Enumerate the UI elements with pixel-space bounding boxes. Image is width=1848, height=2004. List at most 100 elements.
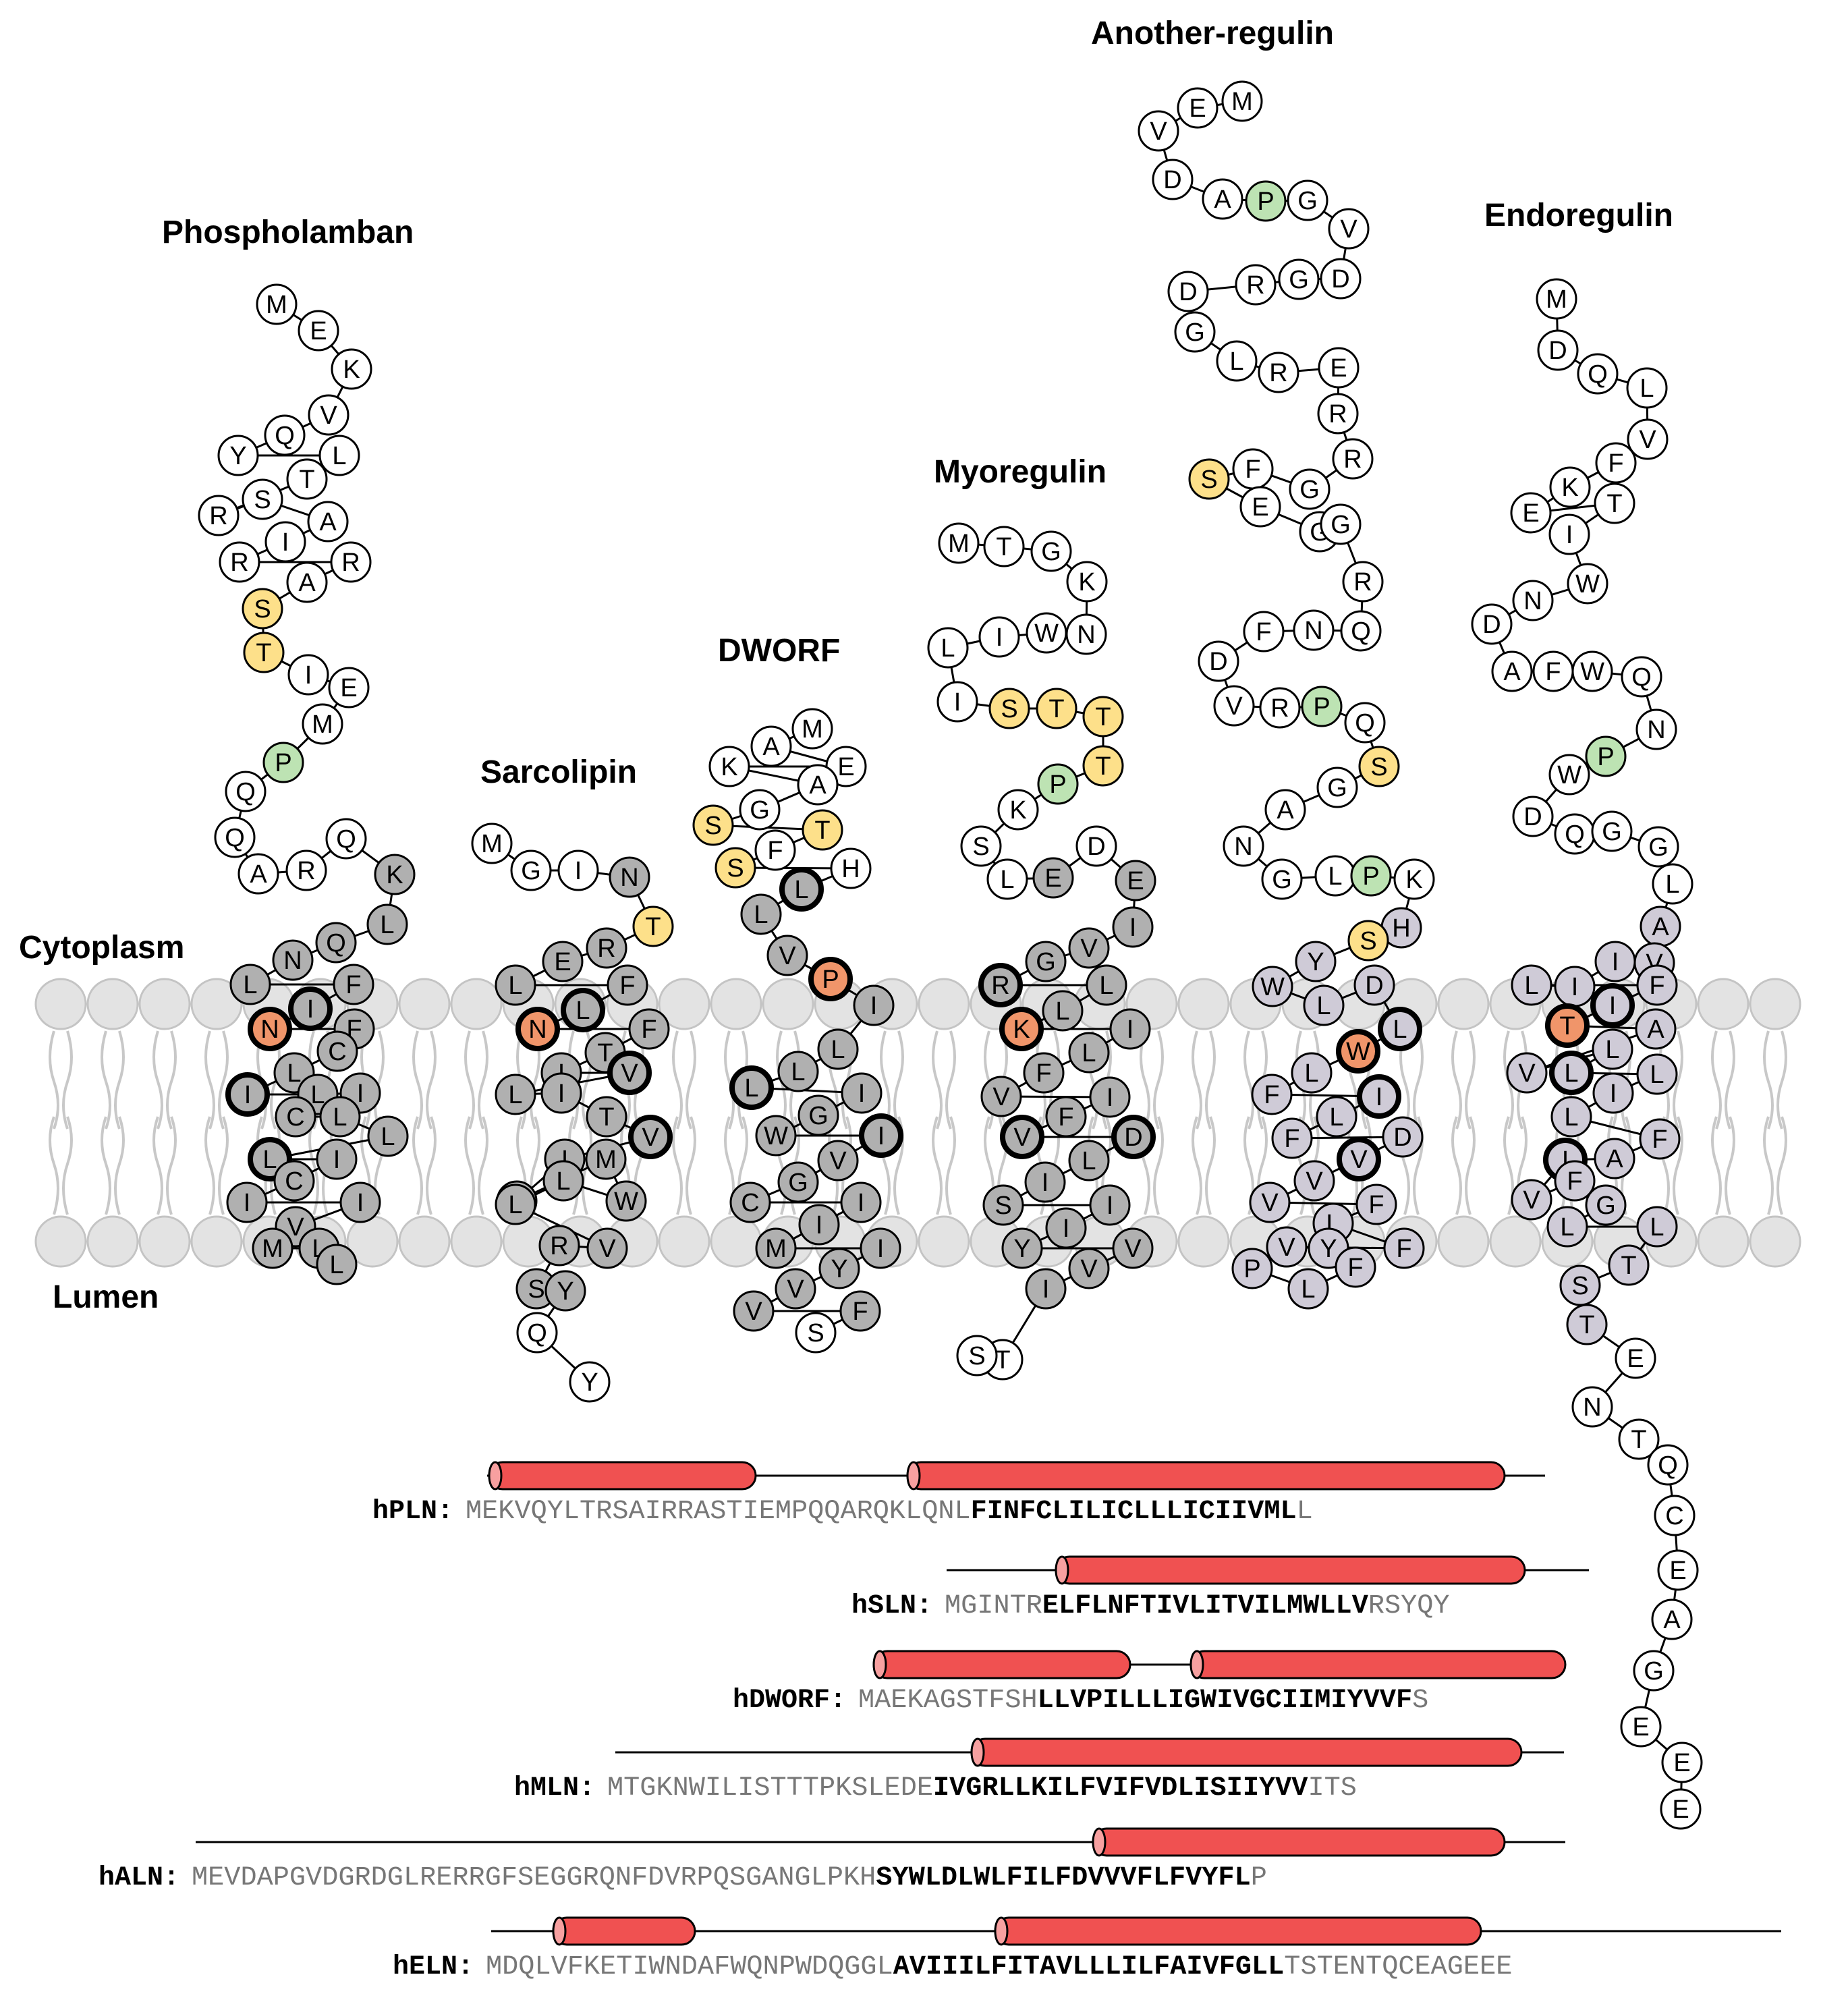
residue-letter: F [1058, 1103, 1073, 1132]
residue: F [1595, 442, 1637, 484]
residue-circle [1086, 964, 1127, 1006]
residue: G [1637, 826, 1679, 868]
lipid-tail [152, 1116, 177, 1215]
residue-circle [632, 906, 674, 947]
residue: L [316, 1244, 358, 1285]
residue-circle [540, 1072, 582, 1114]
helix-cap [488, 1461, 503, 1491]
flank-segment: L [1297, 1497, 1313, 1527]
residue: L [1068, 1032, 1110, 1074]
residue-letter: L [1650, 1061, 1664, 1089]
helix-cylinder [488, 1461, 757, 1491]
residue: M [1536, 278, 1577, 320]
residue-letter: Q [225, 824, 245, 852]
residue-circle [225, 771, 267, 812]
sequence-label: hMLN: [514, 1773, 595, 1804]
residue: N [1512, 580, 1554, 621]
residue-circle [1221, 80, 1263, 122]
residue-letter: I [1566, 521, 1573, 549]
residue: L [986, 858, 1028, 900]
residue: K [1393, 858, 1435, 900]
residue-circle [1491, 650, 1533, 692]
residue-letter: N [1077, 621, 1095, 649]
residue-circle [198, 495, 240, 536]
residue-letter: F [1245, 455, 1260, 484]
residue-circle [1358, 746, 1400, 787]
residue: G [1591, 810, 1633, 852]
residue: E [298, 310, 339, 352]
residue-circle [1350, 855, 1392, 897]
residue: K [999, 1007, 1044, 1051]
residue-letter: L [1055, 997, 1069, 1026]
residue-letter: S [972, 833, 989, 861]
residue-letter: G [1648, 833, 1669, 862]
residue: E [1660, 1788, 1702, 1830]
residue-letter: W [614, 1188, 638, 1216]
residue: F [1639, 1118, 1681, 1160]
residue-letter: I [877, 1235, 885, 1263]
residue: I [978, 616, 1020, 658]
residue-letter: V [1278, 1233, 1295, 1262]
residue: I [339, 1181, 381, 1223]
residue-circle [1216, 340, 1258, 382]
residue-letter: Y [1307, 948, 1324, 976]
residue-circle [229, 964, 271, 1005]
residue-circle [1635, 708, 1677, 750]
residue: L [1086, 964, 1127, 1006]
residue-circle [841, 1072, 883, 1114]
residue-circle [766, 935, 808, 976]
residue: Y [1295, 941, 1337, 982]
residue: T [1594, 482, 1635, 524]
helix-cap [552, 1916, 567, 1946]
residue-circle [628, 1008, 670, 1050]
residue-letter: A [1214, 186, 1231, 214]
residue-letter: V [779, 942, 796, 970]
residue-letter: V [642, 1123, 659, 1152]
helix-cylinder [906, 1461, 1506, 1491]
residue-letter: Q [527, 1319, 547, 1347]
lipid-tail [1711, 1030, 1735, 1130]
residue-circle [986, 858, 1028, 900]
residue-letter: D [1087, 833, 1105, 861]
residue-circle [1506, 1052, 1548, 1094]
residue-letter: I [558, 1080, 565, 1108]
residue-circle [739, 789, 781, 831]
residue-letter: W [1346, 1038, 1370, 1066]
flank-segment: MEVDAPGVDGRDGLRERRGFSEGGRQNFDVRPQSGANGLP… [192, 1863, 876, 1893]
residue-letter: L [1665, 870, 1679, 899]
helix-cap [994, 1916, 1009, 1946]
residue: F [1251, 1074, 1293, 1115]
residue-letter: W [1260, 973, 1285, 1001]
residue-letter: I [1042, 1169, 1049, 1197]
residue: V [607, 1051, 652, 1095]
residue: R [285, 850, 327, 891]
residue-letter: V [787, 1275, 804, 1304]
residue-letter: A [298, 569, 316, 597]
residue-letter: Q [1588, 360, 1608, 389]
flank-segment: MAEKAGSTFSH [858, 1686, 1038, 1716]
residue-circle [1657, 1549, 1699, 1591]
residue-circle [960, 825, 1002, 867]
residue: D [1152, 159, 1194, 200]
flank-segment: RSYQY [1368, 1591, 1450, 1621]
residue: G [1585, 1184, 1627, 1226]
residue-circle [1382, 1116, 1424, 1158]
residue-circle [275, 1096, 316, 1138]
residue-letter: T [1048, 695, 1064, 723]
residue-circle [754, 829, 796, 871]
residue: L [495, 1184, 536, 1225]
residue-circle [1636, 1053, 1678, 1095]
sequence-text: MDQLVFKETIWNDAFWQNPWDQGGLAVIIILFITAVLLLI… [486, 1952, 1512, 1982]
residue-circle [1594, 1138, 1635, 1179]
residue-circle [938, 522, 980, 564]
residue-circle [561, 988, 605, 1032]
residue-circle [729, 1181, 771, 1223]
residue-letter: L [1229, 347, 1243, 376]
residue-letter: C [741, 1189, 759, 1217]
helix-body [1092, 1827, 1506, 1857]
residue-letter: E [340, 674, 357, 702]
residue: K [708, 746, 750, 787]
residue-letter: L [1328, 862, 1342, 891]
residue-letter: L [1082, 1039, 1096, 1067]
